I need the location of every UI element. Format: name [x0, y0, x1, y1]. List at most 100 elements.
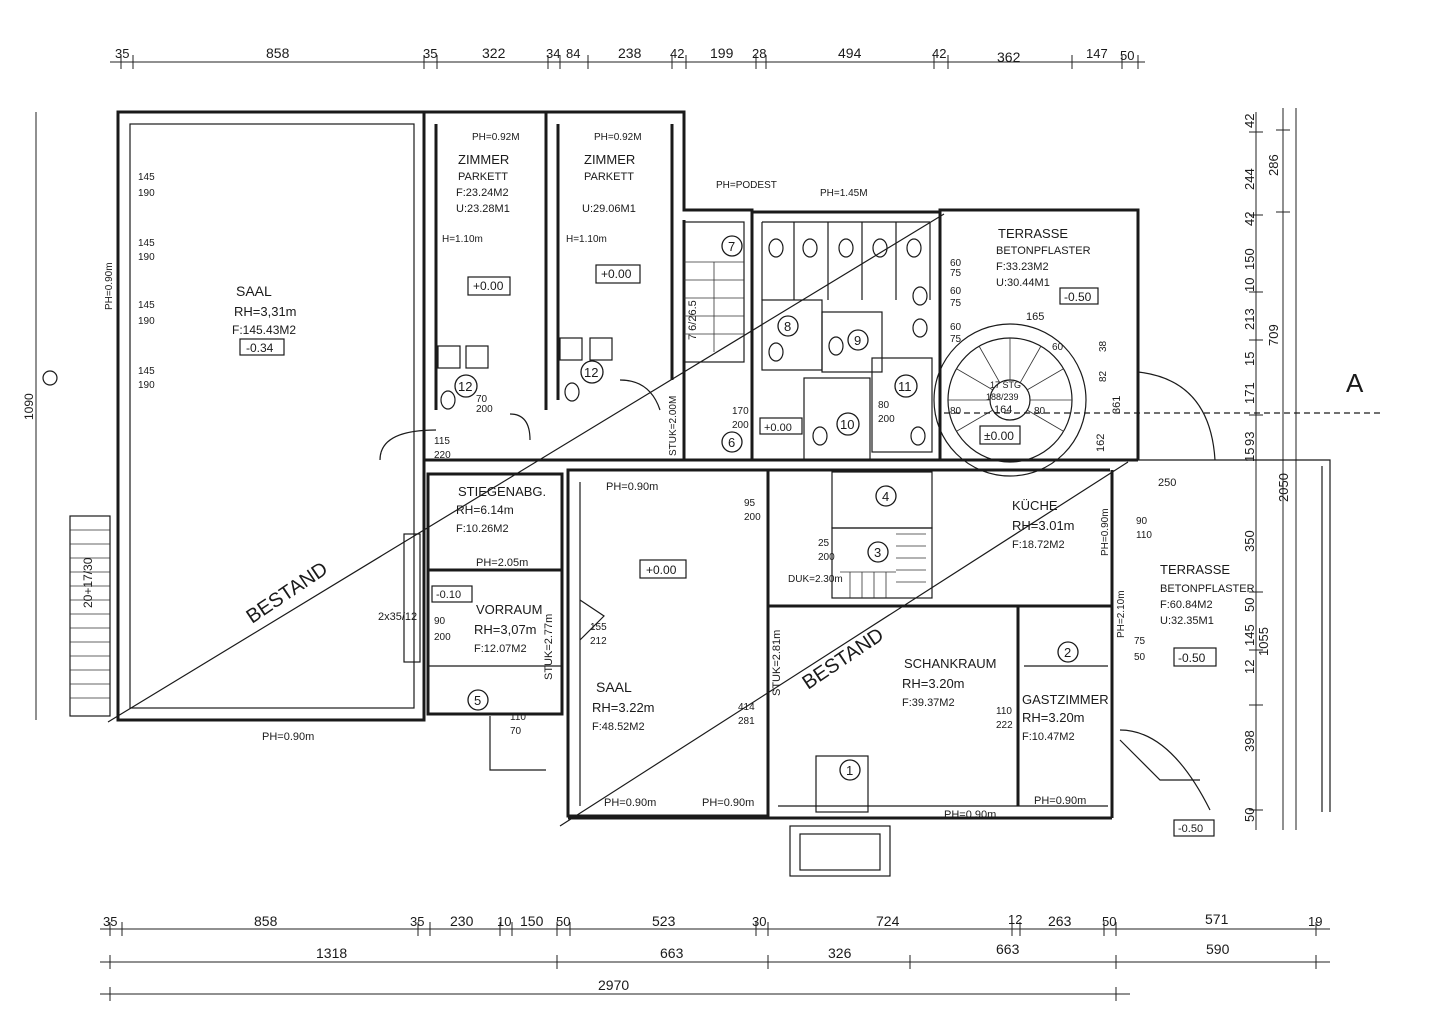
level-badge: +0.00: [473, 279, 504, 293]
dim-right-10: 93: [1242, 432, 1257, 446]
dim-bottom2-1: 663: [660, 945, 684, 961]
ph-label: PH=PODEST: [716, 180, 777, 191]
ph-label: PH=2.10m: [1116, 590, 1127, 638]
dim-right-4: 10: [1242, 278, 1257, 292]
room-line: F:12.07M2: [474, 643, 527, 655]
ph-label: PH=0.90m: [104, 262, 115, 310]
door-dim: 200: [476, 404, 493, 415]
dim-bottom-9: 724: [876, 913, 900, 929]
dim-bottom-12: 50: [1102, 914, 1116, 929]
room-line: PARKETT: [458, 171, 508, 183]
dim-top-7: 42: [670, 46, 684, 61]
stair-steps: 17 STG: [990, 380, 1021, 390]
walls: 20+17/30 7 6/26.5: [69, 110, 1331, 877]
door-dim: 110: [510, 712, 526, 723]
room-stiegenabg: STIEGENABG. RH=6.14m F:10.26M2 PH=2.05m: [456, 484, 546, 569]
stair-left-label: 20+17/30: [81, 557, 95, 608]
wc-stair-label: 7 6/26.5: [687, 300, 699, 340]
room-line: F:10.47M2: [1022, 731, 1075, 743]
dim-right-12: 350: [1242, 530, 1257, 552]
level-badge: -0.34: [246, 341, 274, 355]
room-number: 12: [584, 365, 598, 380]
stuk-label: STUK=2.77m: [543, 614, 555, 680]
door-dim: 80: [950, 406, 962, 417]
dim-top-12: 362: [997, 49, 1021, 65]
room-number: 11: [898, 379, 912, 394]
room-number: 12: [458, 379, 472, 394]
dim-right-14: 145: [1242, 624, 1257, 646]
room-number: 3: [874, 545, 881, 560]
door-dim: 80: [1034, 406, 1046, 417]
room-number: 9: [854, 333, 861, 348]
level-badge: -0.50: [1178, 651, 1206, 665]
dim-bottom-0: 35: [103, 914, 117, 929]
level-badge: +0.00: [646, 563, 677, 577]
ph-label: PH=0.90m: [606, 481, 658, 493]
room-line: U:30.44M1: [996, 277, 1050, 289]
right-dimension-columns: 42 244 286 42 10 150 213 15 709 171 93 1…: [1242, 108, 1303, 830]
door-dim: 170: [732, 406, 749, 417]
room-line: F:48.52M2: [592, 721, 645, 733]
room-kueche: KÜCHE RH=3.01m F:18.72M2: [1012, 498, 1075, 551]
dim-top-1: 858: [266, 45, 290, 61]
stair-dim-162: 162: [1095, 434, 1107, 452]
stair-dim-60: 60: [1052, 342, 1064, 353]
dim-bottom-10: 12: [1008, 912, 1022, 927]
spiral-stair: 17 STG 188/239 164 ±0.00 165 60 162 361 …: [933, 311, 1123, 477]
dim-right-13: 50: [1242, 598, 1257, 612]
door-dim: 220: [434, 450, 451, 461]
dim-bottom2-3: 663: [996, 941, 1020, 957]
corridor-level: +0.00: [759, 417, 803, 435]
room-saal-small: +0.00 SAAL RH=3.22m F:48.52M2: [592, 559, 687, 733]
dim-left: 1090: [22, 393, 36, 420]
door-dim: 90: [434, 616, 446, 627]
room-name: TERRASSE: [998, 226, 1068, 241]
ph-label: PH=1.45M: [820, 188, 868, 199]
room-number: 2: [1064, 645, 1071, 660]
dim-bottom-2: 35: [410, 914, 424, 929]
door-dim: 75: [950, 298, 962, 309]
room-name: ZIMMER: [458, 152, 509, 167]
door-dim: 60: [950, 322, 962, 333]
door-dim: 75: [1134, 636, 1146, 647]
ph-label: PH=0.90m: [604, 797, 656, 809]
door-dim: 281: [738, 716, 755, 727]
door-dim: 110: [996, 706, 1012, 717]
dim-right-9: 171: [1242, 382, 1257, 404]
room-terrasse-right: TERRASSE BETONPFLASTER F:60.84M2 U:32.35…: [1160, 562, 1255, 837]
dim-bottom-6: 50: [556, 914, 570, 929]
room-schankraum: SCHANKRAUM RH=3.20m F:39.37M2: [902, 656, 996, 709]
stair-dim-38: 38: [1098, 340, 1109, 352]
door-dim: 200: [732, 420, 749, 431]
room-line: U:29.06M1: [582, 203, 636, 215]
dim-right-17: 50: [1242, 808, 1257, 822]
win-dim: 145: [138, 172, 155, 183]
door-dim: 60: [950, 258, 962, 269]
ph-label: PH=0.90m: [702, 797, 754, 809]
h-label: H=1.10m: [566, 234, 607, 245]
dim-right-18: 2050: [1276, 473, 1291, 502]
room-line: F:10.26M2: [456, 523, 509, 535]
dim-top-4: 34: [546, 46, 560, 61]
stuk-label: STUK=2.00M: [668, 396, 679, 456]
door-dim: 95: [744, 498, 756, 509]
stuk-label: STUK=2.81m: [771, 630, 783, 696]
win-dim: 145: [138, 366, 155, 377]
dim-bottom-total: 2970: [598, 977, 629, 993]
door-swings: [379, 371, 1216, 811]
door-dim: 212: [590, 636, 607, 647]
door-dim: 200: [434, 632, 451, 643]
dim-bottom2-4: 590: [1206, 941, 1230, 957]
door-dim: 115: [434, 436, 450, 447]
room-line: F:60.84M2: [1160, 599, 1213, 611]
door-dim: 250: [1158, 477, 1176, 489]
top-dimension-chain: 35 858 35 322 34 84 238 42 199 28 494 42…: [110, 45, 1145, 69]
room-line: RH=3,31m: [234, 304, 297, 319]
ph-label: PH=0.92M: [594, 132, 642, 143]
room-vorraum: -0.10 VORRAUM RH=3,07m F:12.07M2 2x35/12: [378, 585, 542, 655]
ph-label: PH=0.90m: [1034, 795, 1086, 807]
dim-right-15: 12: [1242, 660, 1257, 674]
level-badge: +0.00: [764, 422, 792, 434]
room-line: F:23.24M2: [456, 187, 509, 199]
win-dim: 190: [138, 188, 155, 199]
